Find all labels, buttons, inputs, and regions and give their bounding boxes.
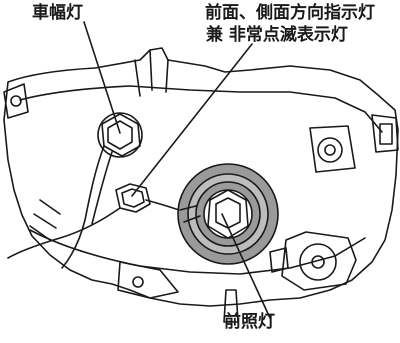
leveling-adjuster-hub: [311, 255, 325, 269]
side-marker-socket-ring: [97, 112, 143, 158]
side-marker-wire-2: [91, 151, 113, 225]
turn-signal-label-line1: 前面、側面方向指示灯: [205, 3, 375, 23]
lower-mount-hole: [132, 276, 144, 288]
housing-inner-contour: [19, 85, 383, 133]
housing-outline: [3, 47, 399, 307]
leader-headlamp: [221, 213, 271, 319]
right-upper-adjuster-inner: [324, 144, 336, 156]
leveling-adjuster-gear: [299, 243, 337, 281]
headlamp-bulb: [177, 163, 279, 265]
lower-bolt: [223, 289, 239, 323]
leader-turn-signal: [131, 43, 253, 197]
left-mount-hole: [10, 95, 22, 107]
side-marker-wire: [61, 145, 105, 269]
lower-bracket: [117, 261, 179, 299]
right-upper-adjuster: [317, 137, 343, 163]
turn-signal-label-line2: 兼 非常点滅表示灯: [206, 25, 348, 45]
turn-signal-socket: [115, 183, 151, 213]
housing-rib-top: [134, 49, 169, 97]
leader-side-marker: [83, 21, 121, 134]
side-marker-lamp-label: 車幅灯: [32, 3, 83, 23]
right-mount-bracket: [371, 114, 399, 153]
leveling-adjuster-body: [281, 231, 357, 291]
headlamp-label: 前照灯: [224, 312, 275, 332]
leveling-adjuster-connector: [269, 247, 289, 273]
left-mount-tab: [3, 83, 29, 119]
turn-signal-wire: [7, 207, 121, 259]
right-upper-adjuster-body: [309, 125, 356, 173]
side-marker-socket-detail: [107, 120, 133, 150]
housing-hatch: [29, 199, 61, 241]
turn-signal-socket-detail: [121, 188, 145, 208]
